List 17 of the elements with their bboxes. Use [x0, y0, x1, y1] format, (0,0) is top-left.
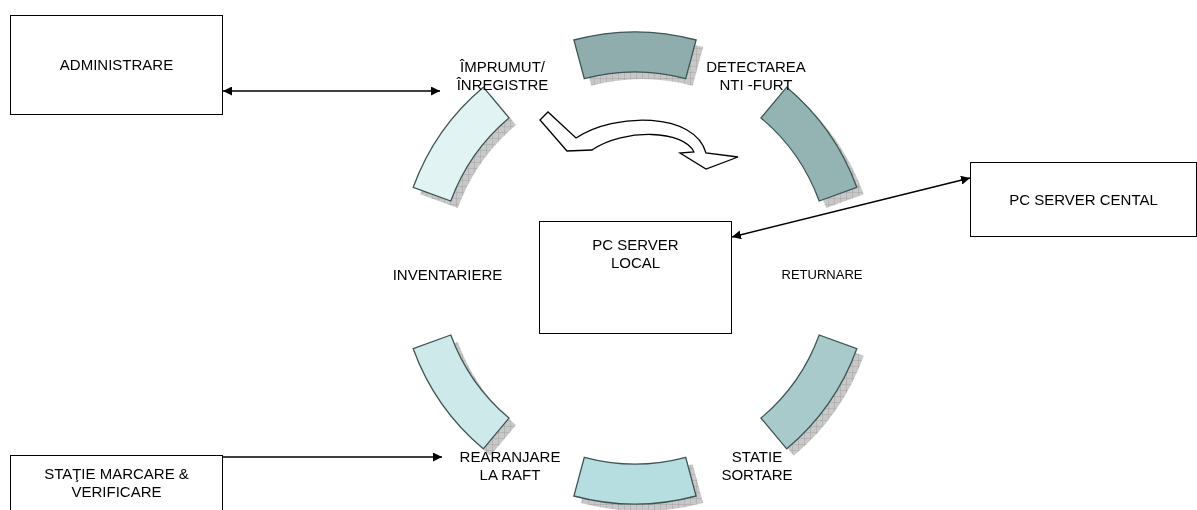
process-box	[970, 162, 1197, 237]
arrow	[222, 86, 441, 96]
station-label: DETECTAREA NTI -FURT	[705, 58, 807, 94]
process-box	[10, 15, 223, 115]
box-label: ADMINISTRARE	[59, 56, 174, 74]
station-label: STATIE SORTARE	[720, 448, 794, 484]
station-label: RETURNARE	[781, 267, 863, 283]
station-label: INVENTARIERE	[392, 266, 503, 284]
station-label: ÎMPRUMUT/ ÎNREGISTRE	[455, 58, 550, 94]
station-label: REARANJARE LA RAFT	[458, 448, 562, 484]
box-label: STAŢIE MARCARE & VERIFICARE	[43, 465, 190, 501]
box-label: PC SERVER CENTAL	[1009, 190, 1158, 209]
process-box	[10, 455, 223, 510]
arrow	[731, 175, 971, 240]
box-label: PC SERVER LOCAL	[591, 236, 680, 272]
arrow	[222, 452, 443, 462]
process-box	[539, 221, 732, 334]
